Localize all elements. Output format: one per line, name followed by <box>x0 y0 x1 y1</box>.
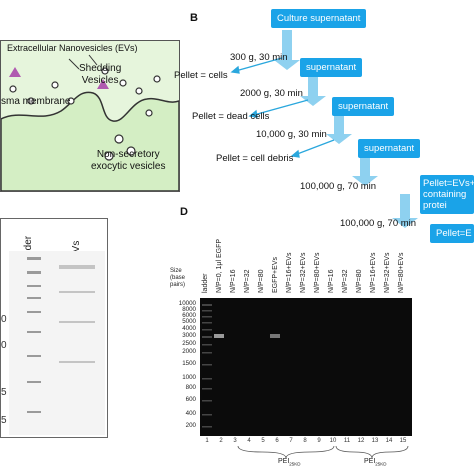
panel-c-protein-gel: Ladder EVs <box>0 218 108 438</box>
size-label-200: 200 <box>185 422 196 429</box>
membrane-illustration <box>1 54 179 191</box>
panel-d-letter: D <box>180 206 188 218</box>
panel-a-title: Extracellular Nanovesicles (EVs) <box>7 43 138 53</box>
spin-step-1: 300 g, 30 min <box>230 52 288 63</box>
lane-number-14: 14 <box>385 438 393 444</box>
size-label-8000: 8000 <box>182 306 196 313</box>
lane-number-2: 2 <box>219 438 223 444</box>
size-label-2000: 2000 <box>182 348 196 355</box>
lane-number-5: 5 <box>261 438 265 444</box>
spin-step-5: 100,000 g, 70 min <box>340 218 417 229</box>
box-supernatant-1: supernatant <box>300 58 363 77</box>
lane-number-9: 9 <box>317 438 321 444</box>
size-label-1500: 1500 <box>182 360 196 367</box>
size-label-6000: 6000 <box>182 312 196 319</box>
spin-step-3: 10,000 g, 30 min <box>256 129 327 140</box>
size-label-1000: 1000 <box>182 374 196 381</box>
panel-c-tick-3: 5 <box>1 387 7 398</box>
pellet-dead-cells: Pellet = dead cells <box>192 111 270 122</box>
spin-step-2: 2000 g, 30 min <box>240 88 303 99</box>
box-supernatant-2: supernatant <box>332 97 395 116</box>
lane-number-10: 10 <box>329 438 337 444</box>
shedding-vesicles-label: Shedding Vesicles <box>79 63 122 86</box>
protein-gel-image <box>9 251 105 435</box>
gel-bands <box>202 304 280 428</box>
lane-number-8: 8 <box>303 438 307 444</box>
lane-number-13: 13 <box>371 438 379 444</box>
lane-number-12: 12 <box>357 438 365 444</box>
box-culture-supernatant: Culture supernatant <box>271 9 367 28</box>
panel-c-tick-2: 0 <box>1 340 7 351</box>
dna-gel-image <box>200 298 412 436</box>
size-header: Size (base pairs) <box>170 268 186 288</box>
pellet-cells: Pellet = cells <box>174 70 228 81</box>
pei-label-1: PEI25KD <box>278 458 301 467</box>
panel-c-tick-1: 0 <box>1 314 7 325</box>
pei-label-2: PEI25KD <box>364 458 387 467</box>
panel-b-letter: B <box>190 12 198 24</box>
box-pellet-evs-proteins: Pellet=EVs+ containing protei <box>420 175 474 214</box>
size-label-800: 800 <box>185 384 196 391</box>
size-label-600: 600 <box>185 396 196 403</box>
size-label-5000: 5000 <box>182 318 196 325</box>
size-label-10000: 10000 <box>178 300 196 307</box>
plasma-membrane-label: sma membrane <box>1 96 71 107</box>
box-supernatant-3: supernatant <box>358 139 421 158</box>
size-label-3000: 3000 <box>182 332 196 339</box>
panel-c-tick-4: 5 <box>1 415 7 426</box>
nonsecretory-vesicles-label: Non-secretory exocytic vesicles <box>91 149 166 172</box>
panel-a-diagram: Extracellular Nanovesicles (EVs) Sheddin… <box>0 40 180 192</box>
size-label-400: 400 <box>185 410 196 417</box>
lane-number-15: 15 <box>399 438 407 444</box>
box-pellet-evs: Pellet=E <box>430 224 474 243</box>
lane-number-6: 6 <box>275 438 279 444</box>
size-label-2500: 2500 <box>182 340 196 347</box>
lane-number-1: 1 <box>205 438 209 444</box>
lane-number-7: 7 <box>289 438 293 444</box>
lane-number-4: 4 <box>247 438 251 444</box>
spin-step-4: 100,000 g, 70 min <box>300 181 377 192</box>
lane-number-3: 3 <box>233 438 237 444</box>
lane-number-11: 11 <box>343 438 351 444</box>
size-label-4000: 4000 <box>182 325 196 332</box>
pellet-cell-debris: Pellet = cell debris <box>216 153 294 164</box>
